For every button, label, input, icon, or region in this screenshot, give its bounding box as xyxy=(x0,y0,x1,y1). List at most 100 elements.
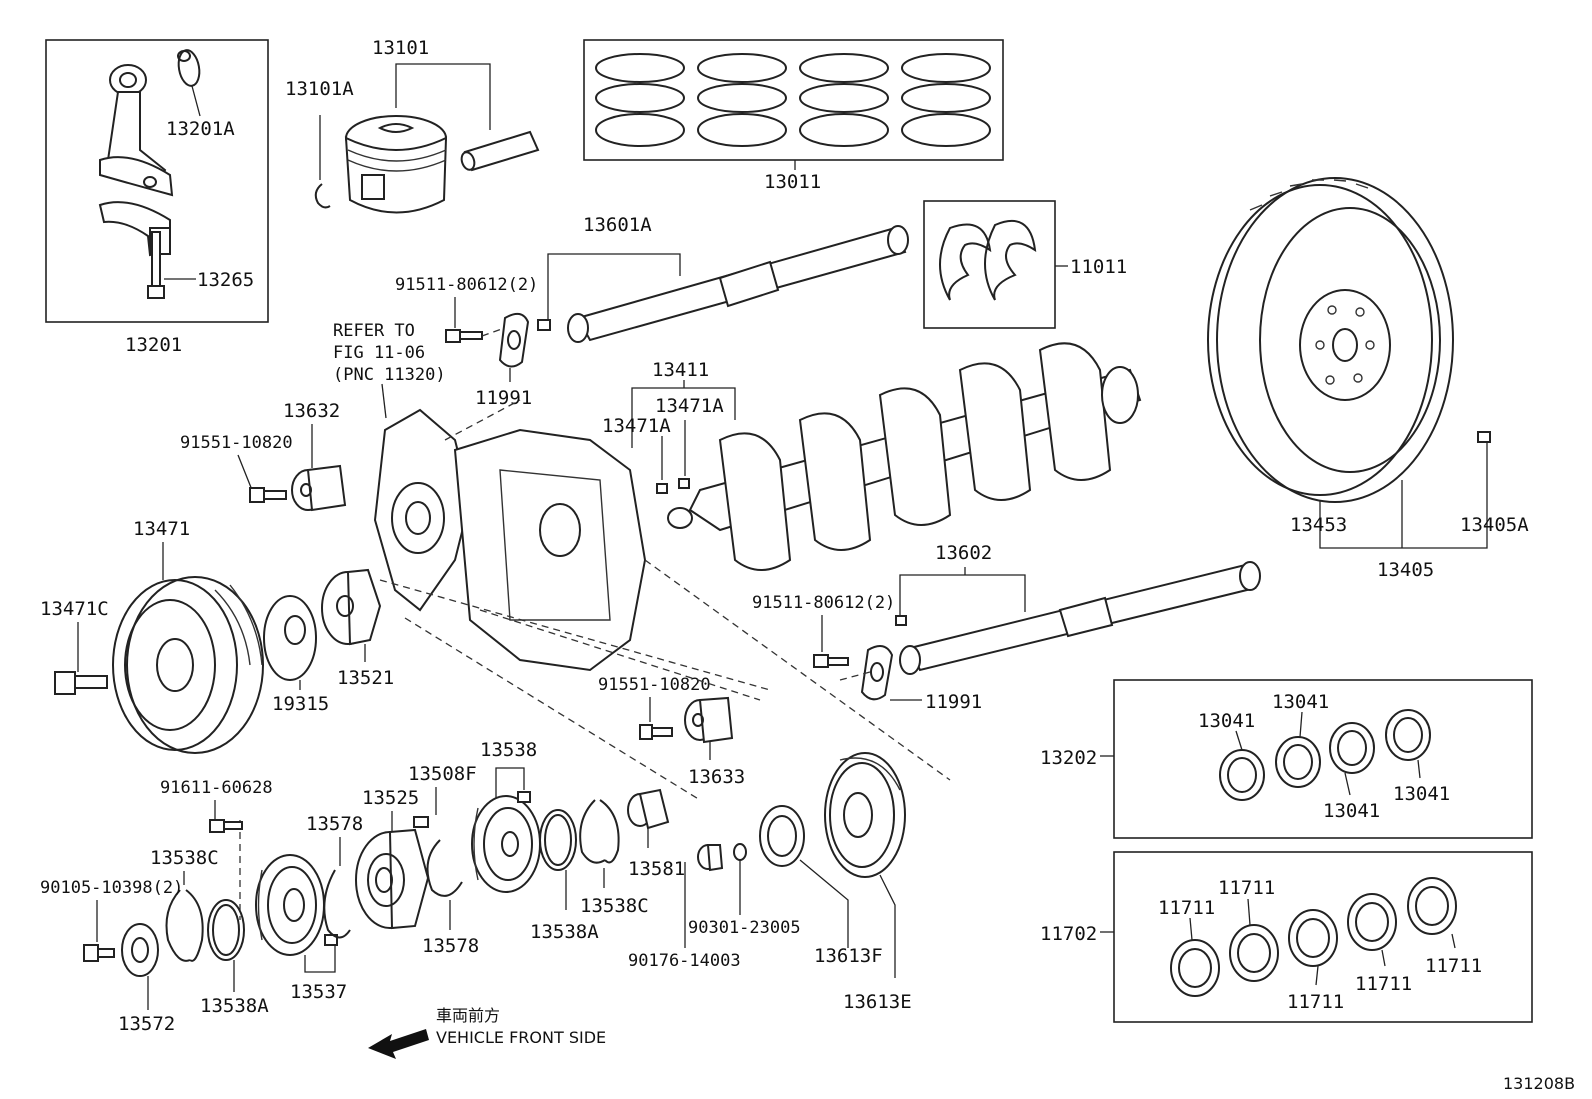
label-11711-a: 11711 xyxy=(1158,897,1215,919)
label-bolt-90105: 90105-10398(2) xyxy=(40,878,183,898)
label-13581: 13581 xyxy=(628,858,685,880)
label-13508F: 13508F xyxy=(408,763,477,785)
pulley-bolt xyxy=(54,671,108,695)
knock-pin xyxy=(1477,431,1491,443)
oil-seal-retainer-upper xyxy=(498,312,530,368)
label-13537: 13537 xyxy=(290,981,347,1003)
snap-ring-13538C-right xyxy=(579,799,620,864)
front-label-jp: 車両前方 xyxy=(436,1006,500,1025)
label-13011: 13011 xyxy=(764,171,821,193)
idler-gear-lower xyxy=(684,696,734,744)
bushing-90176 xyxy=(697,844,724,872)
piston-pin xyxy=(460,130,540,172)
label-13521: 13521 xyxy=(337,667,394,689)
connecting-rod-box xyxy=(45,39,269,323)
label-13538C-left: 13538C xyxy=(150,847,219,869)
label-11702: 11702 xyxy=(1040,923,1097,945)
label-13453: 13453 xyxy=(1290,514,1347,536)
label-13101A: 13101A xyxy=(285,78,354,100)
label-11711-d: 11711 xyxy=(1355,973,1412,995)
label-13578-left: 13578 xyxy=(306,813,363,835)
connecting-rod-group: 13201A 13265 13201 xyxy=(45,39,269,356)
timing-case xyxy=(373,399,647,672)
idler-gear-upper xyxy=(291,464,347,512)
bolt-90105 xyxy=(83,944,115,962)
piston xyxy=(344,115,448,214)
main-bearing-box xyxy=(1113,851,1533,1023)
conrod-bearing-group: 13202 13041 13041 13041 13041 xyxy=(1040,679,1533,839)
bolt-91611 xyxy=(209,819,243,833)
label-13632: 13632 xyxy=(283,400,340,422)
snap-ring-left xyxy=(165,889,204,962)
label-13041-d: 13041 xyxy=(1393,783,1450,805)
refer-line-3: (PNC 11320) xyxy=(333,365,446,385)
label-19315: 19315 xyxy=(272,693,329,715)
snap-ring-13578-left xyxy=(323,869,351,939)
label-13471: 13471 xyxy=(133,518,190,540)
main-bearings xyxy=(1170,877,1457,997)
label-13633: 13633 xyxy=(688,766,745,788)
crank-sprocket xyxy=(321,568,382,646)
gear-13537 xyxy=(255,854,325,956)
sprocket-group: 19315 13521 xyxy=(263,568,394,715)
label-bolt-91551-mid: 91551-10820 xyxy=(598,675,711,695)
label-13613F: 13613F xyxy=(814,945,883,967)
key-13537 xyxy=(324,934,338,946)
flywheel xyxy=(1207,177,1454,503)
thrust-washer-group: 11011 xyxy=(923,200,1127,329)
label-bolt-91611: 91611-60628 xyxy=(160,778,273,798)
label-13613E: 13613E xyxy=(843,991,912,1013)
timing-rotor xyxy=(263,595,317,681)
arrow-left-icon xyxy=(368,1029,429,1059)
label-90301: 90301-23005 xyxy=(688,918,801,938)
bolt-upper xyxy=(445,329,483,343)
guide-lines xyxy=(239,559,951,920)
label-13041-c: 13041 xyxy=(1323,800,1380,822)
crank-pulley-group: 13471 13471C xyxy=(40,518,264,754)
label-bolt-91511-upper: 91511-80612(2) xyxy=(395,275,538,295)
label-13578-right: 13578 xyxy=(422,935,479,957)
label-11711-c: 11711 xyxy=(1287,991,1344,1013)
label-11991-mid: 11991 xyxy=(925,691,982,713)
label-13411: 13411 xyxy=(652,359,709,381)
label-13471C: 13471C xyxy=(40,598,109,620)
refer-line-1: REFER TO xyxy=(333,321,415,341)
thrust-washers xyxy=(939,220,1037,301)
connecting-rod xyxy=(99,64,174,197)
label-13101: 13101 xyxy=(372,37,429,59)
label-13538A-left: 13538A xyxy=(200,995,269,1017)
crank-keys xyxy=(656,478,690,494)
shim-13538A-left xyxy=(207,899,245,961)
label-13201A: 13201A xyxy=(166,118,235,140)
label-13041-b: 13041 xyxy=(1272,691,1329,713)
rod-bolt xyxy=(147,231,165,299)
gear-13538 xyxy=(471,795,541,893)
label-13525: 13525 xyxy=(362,787,419,809)
bolt-upper-group: 91511-80612(2) 11991 xyxy=(395,275,538,409)
label-13405A: 13405A xyxy=(1460,514,1529,536)
idler-gear-upper-group: 13632 91551-10820 xyxy=(180,400,347,512)
label-11011: 11011 xyxy=(1070,256,1127,278)
pin-13508F xyxy=(413,816,429,828)
oil-seal-13613F xyxy=(759,805,805,867)
label-11991-upper: 11991 xyxy=(475,387,532,409)
label-13041-a: 13041 xyxy=(1198,710,1255,732)
bolt-mid-lower xyxy=(639,724,673,740)
snap-ring-13578-right xyxy=(426,839,463,897)
gear-13581 xyxy=(627,788,670,830)
label-13538A-right: 13538A xyxy=(530,921,599,943)
label-bolt-91511-mid: 91511-80612(2) xyxy=(752,593,895,613)
main-bearing-group: 11702 11711 11711 11711 11711 11711 xyxy=(1040,851,1533,1023)
label-13572: 13572 xyxy=(118,1013,175,1035)
washer-90301 xyxy=(733,843,747,861)
refer-line-2: FIG 11-06 xyxy=(333,343,425,363)
oil-seal-retainer-lower xyxy=(860,645,894,701)
crankshaft-group: 13411 13471A 13471A xyxy=(602,342,1142,571)
snap-ring xyxy=(314,183,331,209)
label-11711-e: 11711 xyxy=(1425,955,1482,977)
bolt-left xyxy=(249,487,287,503)
piston-group: 13101 13101A xyxy=(285,37,540,214)
flywheel-group: 13453 13405A 13405 xyxy=(1207,177,1529,581)
gear-13525 xyxy=(355,828,430,930)
